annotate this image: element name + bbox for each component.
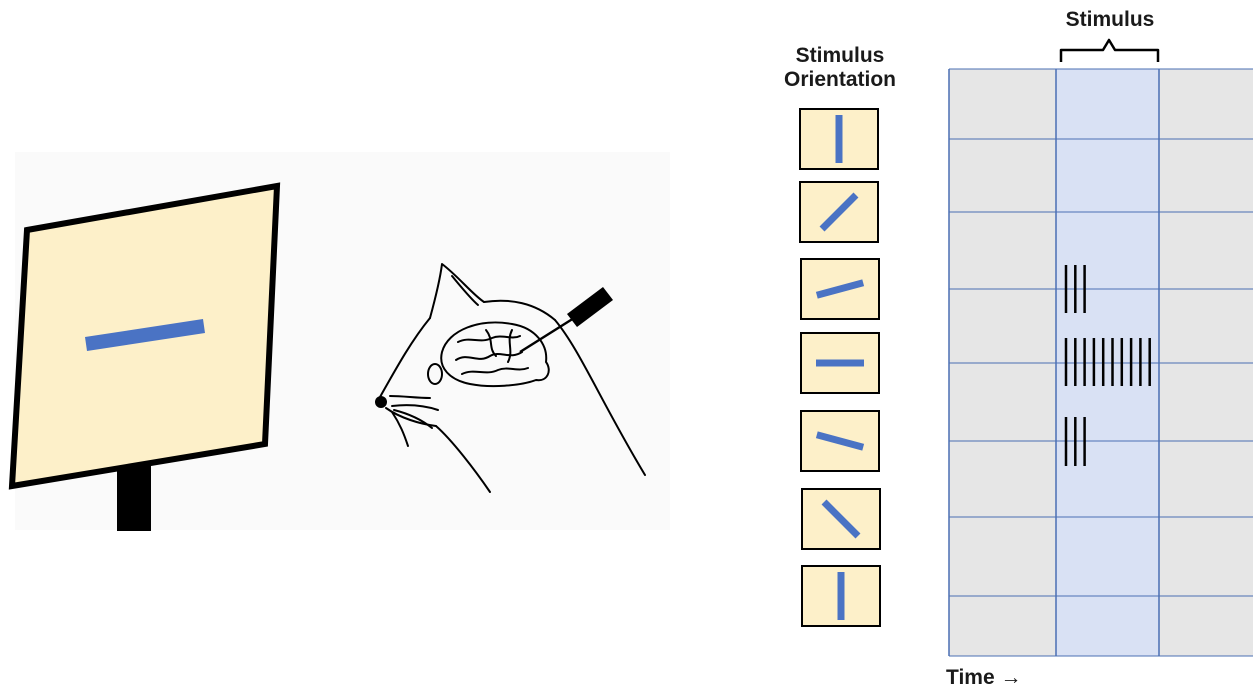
stimulus-bracket	[1061, 40, 1158, 62]
orientation-icons	[800, 109, 880, 626]
spike-raster	[949, 69, 1253, 656]
